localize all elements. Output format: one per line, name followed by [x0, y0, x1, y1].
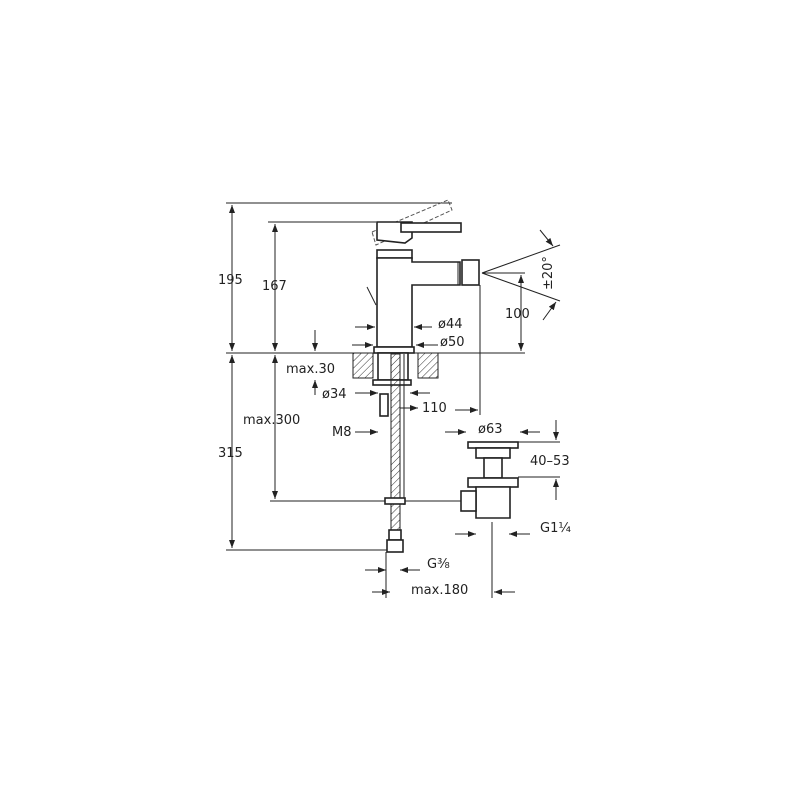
- supply-hose: [384, 353, 462, 553]
- dim-counter-max: max.30: [286, 362, 335, 377]
- dim-drain-diameter: ø63: [478, 422, 503, 437]
- dim-drain-thread: G1¼: [540, 521, 571, 536]
- dim-supply-thread: G⅜: [427, 557, 450, 572]
- dim-reach: 110: [422, 401, 447, 416]
- dim-angle: ±20°: [541, 256, 556, 290]
- dim-167: 167: [262, 279, 287, 294]
- dim-100: 100: [505, 307, 530, 322]
- dim-hose-max: max.300: [243, 413, 300, 428]
- dim-shank-diameter: ø34: [322, 387, 347, 402]
- dim-body-diameter: ø44: [438, 317, 463, 332]
- dim-195: 195: [218, 273, 243, 288]
- dim-315: 315: [218, 446, 243, 461]
- faucet-body: [366, 199, 480, 417]
- dimension-labels: 195 167 100 ±20° ø44 ø50 max.30 ø34 110 …: [218, 256, 571, 598]
- pop-up-waste: [460, 441, 519, 519]
- dim-m8: M8: [332, 425, 352, 440]
- dim-drain-distance: max.180: [411, 583, 468, 598]
- dimension-lines: [229, 205, 559, 595]
- dim-drain-range: 40–53: [530, 454, 570, 469]
- dim-base-diameter: ø50: [440, 335, 465, 350]
- countertop-section: [352, 352, 439, 379]
